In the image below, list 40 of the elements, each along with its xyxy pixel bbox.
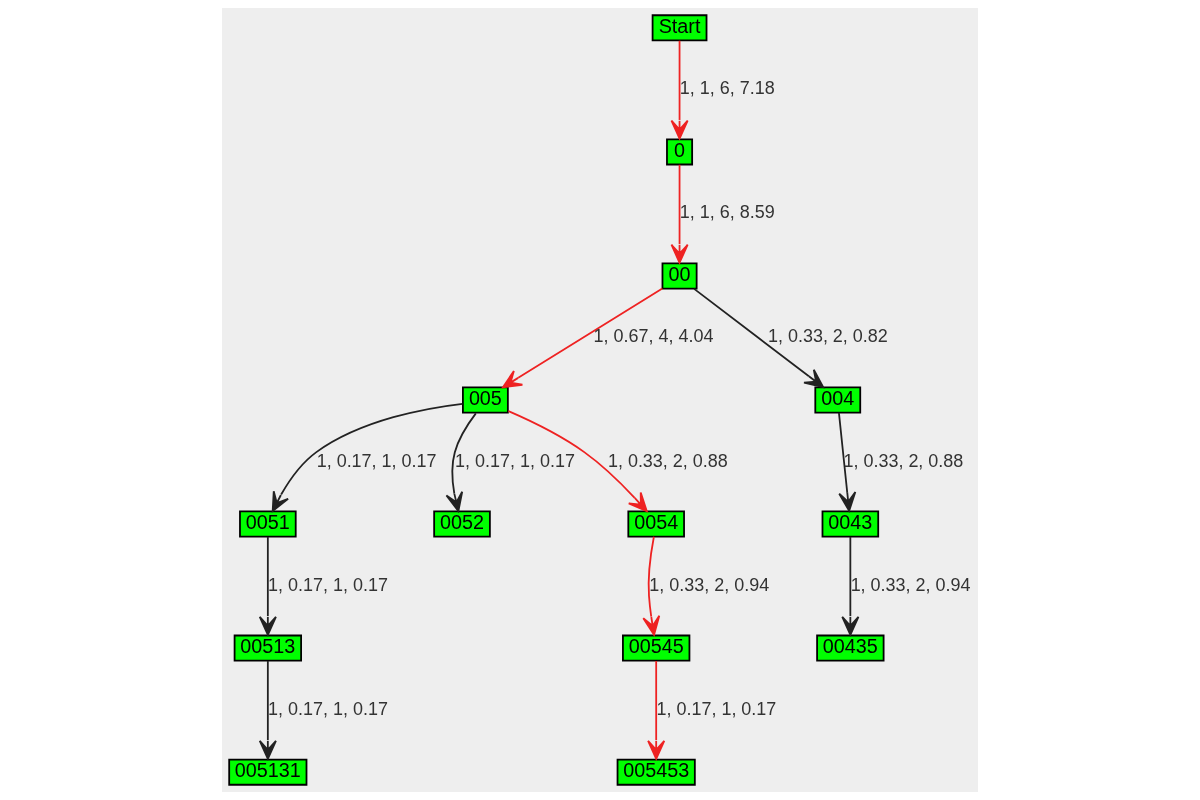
- edge-label: 1, 0.33, 2, 0.88: [843, 450, 964, 471]
- node-box: 0054: [627, 510, 685, 538]
- node-box: 00545: [622, 634, 691, 662]
- arrow: [838, 412, 857, 512]
- arrow: [507, 410, 648, 513]
- edge-label: 1, 0.17, 1, 0.17: [656, 698, 777, 719]
- node-box: 00513: [233, 634, 302, 662]
- edge-label: 1, 1, 6, 8.59: [679, 202, 775, 223]
- arrow: [670, 39, 689, 140]
- arrow: [647, 660, 666, 760]
- arrow: [271, 402, 464, 512]
- edge-label: 1, 0.33, 2, 0.94: [649, 574, 770, 595]
- node-box: Start: [651, 14, 708, 42]
- edge-label: 1, 0.33, 2, 0.88: [607, 450, 728, 471]
- edge-label: 1, 1, 6, 7.18: [679, 78, 775, 99]
- edge-label: 1, 0.17, 1, 0.17: [268, 698, 389, 719]
- arrow: [258, 536, 277, 636]
- edge-label: 1, 0.33, 2, 0.94: [850, 574, 971, 595]
- arrow: [841, 536, 860, 636]
- arrow: [258, 660, 277, 760]
- node-box: 00: [661, 262, 698, 290]
- arrow: [501, 287, 664, 389]
- edge-label: 1, 0.17, 1, 0.17: [268, 574, 389, 595]
- node-box: 0043: [821, 510, 880, 538]
- edge-label: 1, 0.17, 1, 0.17: [316, 450, 437, 471]
- arrow: [642, 535, 661, 636]
- node-box: 0051: [239, 510, 297, 538]
- node-box: 00435: [816, 634, 885, 662]
- arrow: [693, 287, 825, 388]
- edge-label: 1, 0.17, 1, 0.17: [455, 450, 575, 471]
- node-box: 005131: [228, 758, 308, 786]
- edge-label: 1, 0.67, 4, 4.04: [593, 326, 714, 347]
- node-box: 005: [462, 386, 509, 414]
- node-box: 004: [814, 386, 862, 414]
- node-box: 0052: [433, 510, 491, 538]
- node-box: 0: [666, 138, 694, 166]
- arrow: [445, 412, 477, 512]
- edge-label: 1, 0.33, 2, 0.82: [767, 326, 888, 347]
- arrow: [670, 163, 689, 264]
- node-box: 005453: [616, 758, 696, 786]
